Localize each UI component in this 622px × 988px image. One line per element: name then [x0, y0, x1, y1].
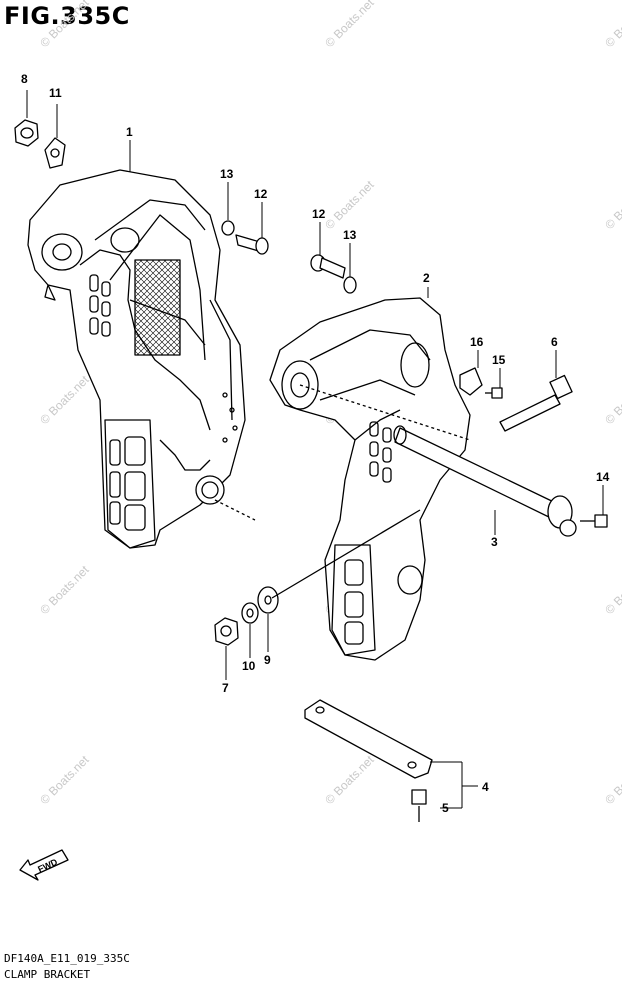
plate-11 [44, 137, 66, 169]
callout-2: 2 [423, 271, 430, 285]
callout-16: 16 [470, 335, 484, 349]
callout-13-left: 13 [220, 167, 234, 181]
leader-lines [26, 90, 604, 809]
callout-1: 1 [126, 125, 133, 139]
bolt-12-left [235, 234, 269, 255]
callout-6: 6 [551, 335, 558, 349]
watermark: © Boats.net [322, 177, 377, 232]
watermark: © Boats.net [322, 752, 377, 807]
watermark: © Boats.net [322, 0, 377, 50]
callout-9: 9 [264, 653, 271, 667]
fwd-arrow-icon [19, 849, 69, 881]
watermark: © Boats.net [602, 372, 622, 427]
clamp-bracket-1 [27, 169, 256, 549]
washer-9 [257, 586, 279, 614]
clip-16 [459, 367, 483, 396]
washer-13-left [221, 220, 235, 236]
callout-4: 4 [482, 780, 489, 794]
bolt-5 [411, 789, 427, 822]
callouts: 8 11 1 13 12 12 13 2 16 15 6 3 14 7 10 9… [21, 72, 610, 815]
bolt-12-right [310, 254, 346, 279]
clamp-bracket-2 [269, 297, 471, 661]
watermark: © Boats.net [37, 562, 92, 617]
callout-5: 5 [442, 801, 449, 815]
callout-3: 3 [491, 535, 498, 549]
nut-7 [214, 617, 239, 646]
plate-4 [304, 699, 433, 779]
watermark: © Boats.net [37, 752, 92, 807]
bolt-6 [499, 374, 573, 432]
clamp-shaft-3 [393, 425, 577, 537]
callout-10: 10 [242, 659, 256, 673]
callout-15: 15 [492, 353, 506, 367]
callout-14: 14 [596, 470, 610, 484]
figure-title: FIG.335C [4, 2, 130, 30]
callout-13-right: 13 [343, 228, 357, 242]
watermark: © Boats.net [602, 177, 622, 232]
screw-15 [485, 387, 503, 399]
callout-8: 8 [21, 72, 28, 86]
callout-12-right: 12 [312, 207, 326, 221]
watermark: © Boats.net [37, 0, 92, 50]
watermark: © Boats.net [602, 0, 622, 50]
watermark: © Boats.net [37, 372, 92, 427]
callout-11: 11 [49, 86, 62, 100]
watermark: © Boats.net [602, 562, 622, 617]
watermark: © Boats.net [602, 752, 622, 807]
nut-8 [14, 119, 39, 147]
washer-10 [241, 602, 259, 624]
figure-caption: CLAMP BRACKET [4, 968, 91, 981]
callout-7: 7 [222, 681, 229, 695]
figure-code: DF140A_E11_019_335C [4, 952, 130, 965]
callout-12-left: 12 [254, 187, 268, 201]
washer-13-right [343, 276, 357, 294]
bolt-14 [580, 514, 608, 528]
